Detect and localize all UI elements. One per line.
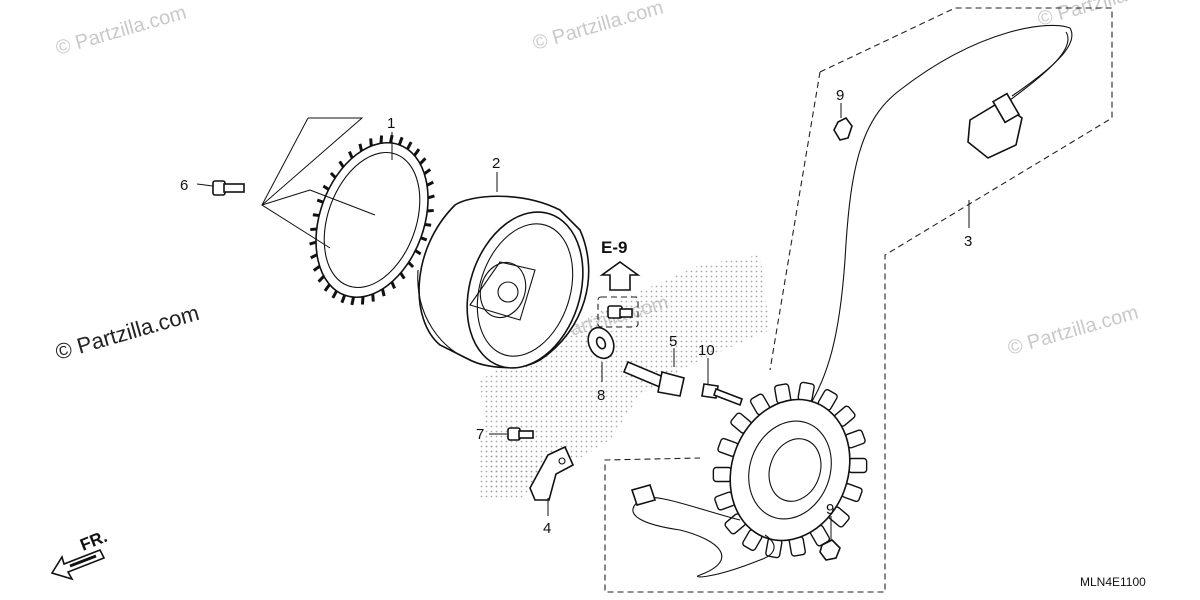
ring-tooth bbox=[369, 138, 373, 147]
ring-tooth bbox=[322, 184, 330, 191]
flange-bolt-5 bbox=[622, 360, 685, 397]
reference-bolt-dashed bbox=[597, 296, 639, 328]
watermark-left: © Partzilla.com bbox=[52, 300, 201, 365]
ring-tooth bbox=[427, 208, 434, 213]
washer-8 bbox=[587, 326, 615, 360]
callout-10: 10 bbox=[698, 342, 715, 359]
ring-tooth bbox=[316, 198, 324, 204]
ring-tooth bbox=[426, 180, 434, 187]
stator-coil bbox=[847, 457, 868, 474]
ring-tooth bbox=[380, 288, 386, 297]
dashed-boundary bbox=[604, 7, 1113, 593]
watermark-right: © Partzilla.com bbox=[1005, 302, 1141, 360]
callout-9-top: 9 bbox=[836, 87, 844, 104]
ring-tooth bbox=[397, 136, 404, 146]
dashed-boundary-side bbox=[769, 71, 821, 371]
ring-tooth bbox=[312, 264, 321, 272]
front-direction-arrow-icon bbox=[50, 548, 106, 581]
ring-tooth bbox=[423, 168, 432, 176]
callout-5: 5 bbox=[669, 333, 677, 350]
watermark-top-right: © Partzilla.com bbox=[1035, 0, 1171, 31]
callout-8: 8 bbox=[597, 387, 605, 404]
ring-tooth bbox=[379, 135, 384, 144]
clamp-bracket-4 bbox=[529, 445, 575, 501]
diagram-code: MLN4E1100 bbox=[1080, 575, 1146, 589]
ring-tooth bbox=[419, 157, 427, 165]
callout-6: 6 bbox=[180, 177, 188, 194]
ring-tooth bbox=[310, 253, 318, 260]
ring-tooth bbox=[348, 151, 354, 159]
ring-tooth bbox=[360, 296, 365, 305]
wire-connector bbox=[967, 92, 1023, 159]
callout-7: 7 bbox=[476, 426, 484, 443]
ring-tooth bbox=[414, 249, 422, 256]
stator-assembly-3 bbox=[630, 24, 1073, 578]
wire-clip-9-top bbox=[833, 116, 853, 141]
ring-tooth bbox=[407, 261, 415, 269]
leader-lines bbox=[196, 103, 970, 540]
ring-tooth bbox=[390, 281, 396, 289]
callout-4: 4 bbox=[543, 520, 551, 537]
stator-coils bbox=[712, 381, 868, 559]
bolt-6 bbox=[212, 180, 245, 196]
ring-tooth bbox=[338, 160, 345, 168]
wire-clip-9-bottom bbox=[819, 539, 841, 561]
ring-tooth bbox=[371, 293, 375, 302]
stator-coil bbox=[712, 466, 733, 483]
ring-tooth bbox=[340, 294, 347, 304]
ring-tooth bbox=[350, 296, 356, 306]
callout-9-bottom: 9 bbox=[826, 501, 834, 518]
ring-tooth bbox=[312, 213, 320, 218]
callout-2: 2 bbox=[492, 155, 500, 172]
ring-tooth bbox=[323, 283, 331, 292]
ring-tooth bbox=[424, 222, 432, 227]
ring-tooth bbox=[406, 141, 413, 150]
ring-tooth bbox=[310, 227, 317, 232]
reference-code[interactable]: E-9 bbox=[601, 238, 627, 257]
watermark-top-left: © Partzilla.com bbox=[53, 2, 189, 60]
callout-1: 1 bbox=[387, 115, 395, 132]
watermark-top-center: © Partzilla.com bbox=[530, 0, 666, 55]
flywheel-rotor bbox=[417, 195, 590, 369]
ring-tooth bbox=[413, 148, 421, 157]
ring-tooth bbox=[420, 236, 428, 242]
ring-tooth bbox=[427, 194, 435, 200]
ring-tooth bbox=[399, 272, 406, 280]
ring-tooth bbox=[329, 171, 337, 179]
callout-3: 3 bbox=[964, 233, 972, 250]
reference-arrow-icon bbox=[599, 261, 641, 291]
ring-tooth bbox=[331, 290, 338, 299]
ring-tooth bbox=[309, 240, 317, 246]
ring-tooth bbox=[317, 275, 325, 283]
reluctor-ring bbox=[309, 134, 435, 306]
bolt-7 bbox=[507, 427, 534, 441]
ring-teeth bbox=[309, 134, 435, 306]
flywheel-bolt bbox=[607, 305, 633, 319]
bolt-10 bbox=[701, 383, 744, 407]
ring-tooth bbox=[358, 143, 364, 152]
front-direction-label: FR. bbox=[77, 527, 110, 555]
